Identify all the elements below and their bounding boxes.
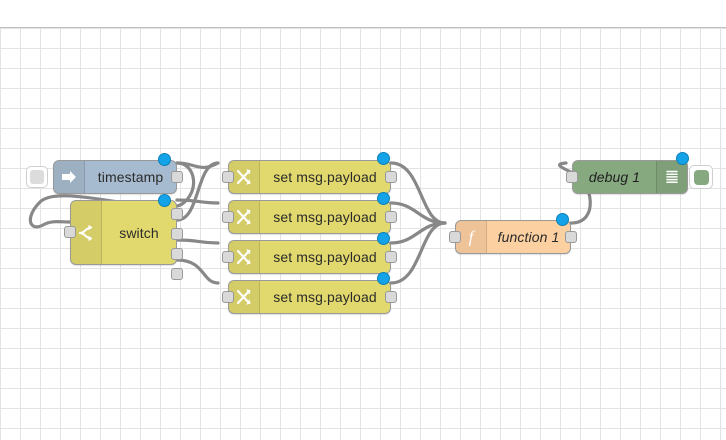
debug-lines-icon <box>666 170 678 184</box>
change-3-icon-box <box>229 241 260 273</box>
switch-icon-box <box>71 201 102 264</box>
wire-change4-to-function <box>389 221 447 285</box>
node-function-1[interactable]: f function 1 <box>455 220 571 254</box>
switch-input-port[interactable] <box>64 226 76 238</box>
change-4-output-port[interactable] <box>385 291 397 303</box>
function-status-dot <box>556 213 569 226</box>
change-4-node-label: set msg.payload <box>273 289 377 305</box>
change-swap-icon <box>236 289 251 305</box>
change-1-node-label: set msg.payload <box>273 169 377 185</box>
wire-switch1-to-change2 <box>175 198 220 205</box>
switch-branch-icon <box>78 224 93 241</box>
change-3-input-port[interactable] <box>222 251 234 263</box>
node-debug-1[interactable]: debug 1 <box>572 160 688 194</box>
change-swap-icon <box>236 249 251 265</box>
inject-trigger-button[interactable] <box>26 166 48 188</box>
node-change-4[interactable]: set msg.payload <box>228 280 391 314</box>
change-4-input-port[interactable] <box>222 291 234 303</box>
wire-switch3-to-change3 <box>175 238 220 245</box>
change-3-output-port[interactable] <box>385 251 397 263</box>
change-2-icon-box <box>229 201 260 233</box>
inject-output-port[interactable] <box>171 171 183 183</box>
wire-change1-to-function <box>389 161 447 225</box>
wire-switch2-to-change1 <box>175 161 220 222</box>
inject-node-label: timestamp <box>97 169 164 185</box>
wire-switch4-to-change4 <box>175 258 220 285</box>
change-2-status-dot <box>377 192 390 205</box>
change-1-input-port[interactable] <box>222 171 234 183</box>
wire-change3-to-function <box>389 221 447 245</box>
change-2-node-label: set msg.payload <box>273 209 377 225</box>
inject-status-dot <box>158 153 171 166</box>
svg-text:f: f <box>469 228 476 247</box>
function-output-port[interactable] <box>565 231 577 243</box>
debug-button-inner <box>693 169 709 185</box>
switch-node-label: switch <box>119 224 159 241</box>
function-f-icon: f <box>469 228 476 247</box>
switch-output-port-3[interactable] <box>171 248 183 260</box>
function-icon-box: f <box>456 221 487 253</box>
wire-change2-to-function <box>389 201 447 225</box>
change-swap-icon <box>236 169 251 185</box>
inject-icon-box <box>54 161 85 193</box>
switch-status-dot <box>158 194 171 207</box>
function-input-port[interactable] <box>449 231 461 243</box>
inject-button-inner <box>30 170 44 184</box>
change-4-icon-box <box>229 281 260 313</box>
change-1-icon-box <box>229 161 260 193</box>
debug-node-label: debug 1 <box>588 169 641 185</box>
node-change-3[interactable]: set msg.payload <box>228 240 391 274</box>
flow-canvas[interactable]: timestamp switch <box>0 28 726 440</box>
arrow-right-icon <box>62 171 76 183</box>
change-3-node-label: set msg.payload <box>273 249 377 265</box>
node-change-2[interactable]: set msg.payload <box>228 200 391 234</box>
change-1-status-dot <box>377 152 390 165</box>
debug-status-dot <box>676 152 689 165</box>
node-inject-timestamp[interactable]: timestamp <box>53 160 177 194</box>
switch-output-port-4[interactable] <box>171 268 183 280</box>
editor-header-strip <box>0 0 726 28</box>
function-node-label: function 1 <box>497 229 560 245</box>
switch-output-port-1[interactable] <box>171 208 183 220</box>
change-1-output-port[interactable] <box>385 171 397 183</box>
change-4-status-dot <box>377 272 390 285</box>
debug-toggle-button[interactable] <box>689 165 713 189</box>
change-2-input-port[interactable] <box>222 211 234 223</box>
change-2-output-port[interactable] <box>385 211 397 223</box>
wire-timestamp-to-change1 <box>175 161 220 169</box>
change-3-status-dot <box>377 232 390 245</box>
switch-output-port-2[interactable] <box>171 228 183 240</box>
node-change-1[interactable]: set msg.payload <box>228 160 391 194</box>
debug-icon-box <box>656 161 687 193</box>
debug-input-port[interactable] <box>566 171 578 183</box>
change-swap-icon <box>236 209 251 225</box>
node-switch[interactable]: switch <box>70 200 177 265</box>
